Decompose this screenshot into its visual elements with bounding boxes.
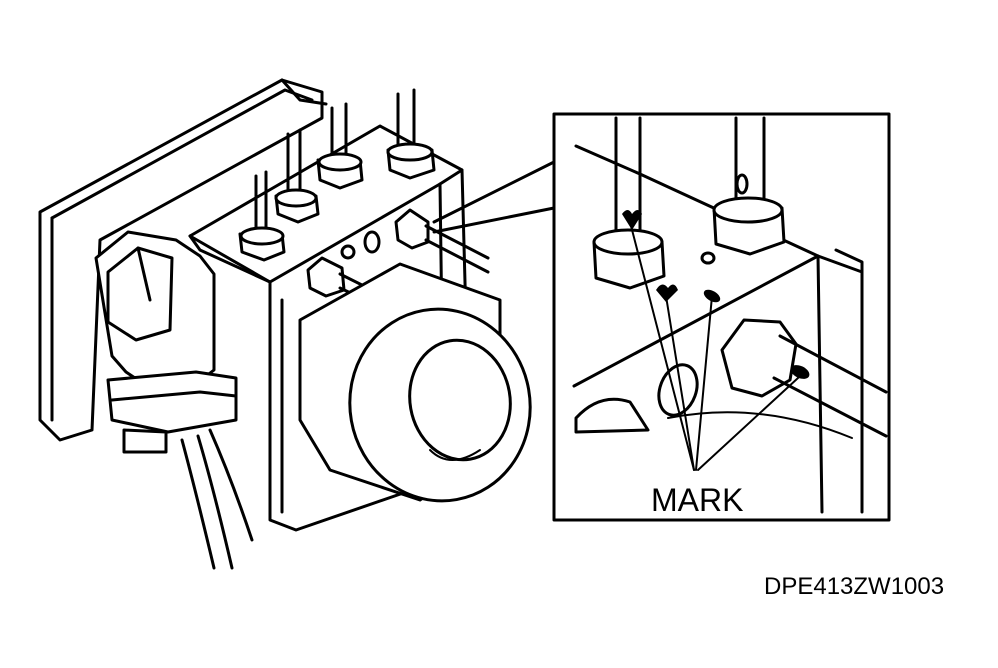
mark-label: MARK [651, 482, 743, 518]
brake-line-1 [238, 170, 286, 262]
figure-code: DPE413ZW1003 [764, 573, 944, 600]
brake-line-4 [386, 88, 436, 180]
wire-connector [94, 230, 238, 454]
pump-motor [298, 262, 532, 503]
alignment-mark-2 [656, 284, 678, 302]
mark-pointers [629, 221, 799, 471]
brake-line-2 [274, 128, 320, 224]
callout-leader [432, 160, 556, 234]
alignment-mark-4 [790, 365, 810, 379]
detail-inset: MARK [552, 112, 891, 522]
wire-harness [180, 428, 254, 570]
alignment-mark-1 [622, 210, 642, 230]
block-port-holes [340, 230, 381, 260]
brake-line-3 [316, 102, 364, 190]
